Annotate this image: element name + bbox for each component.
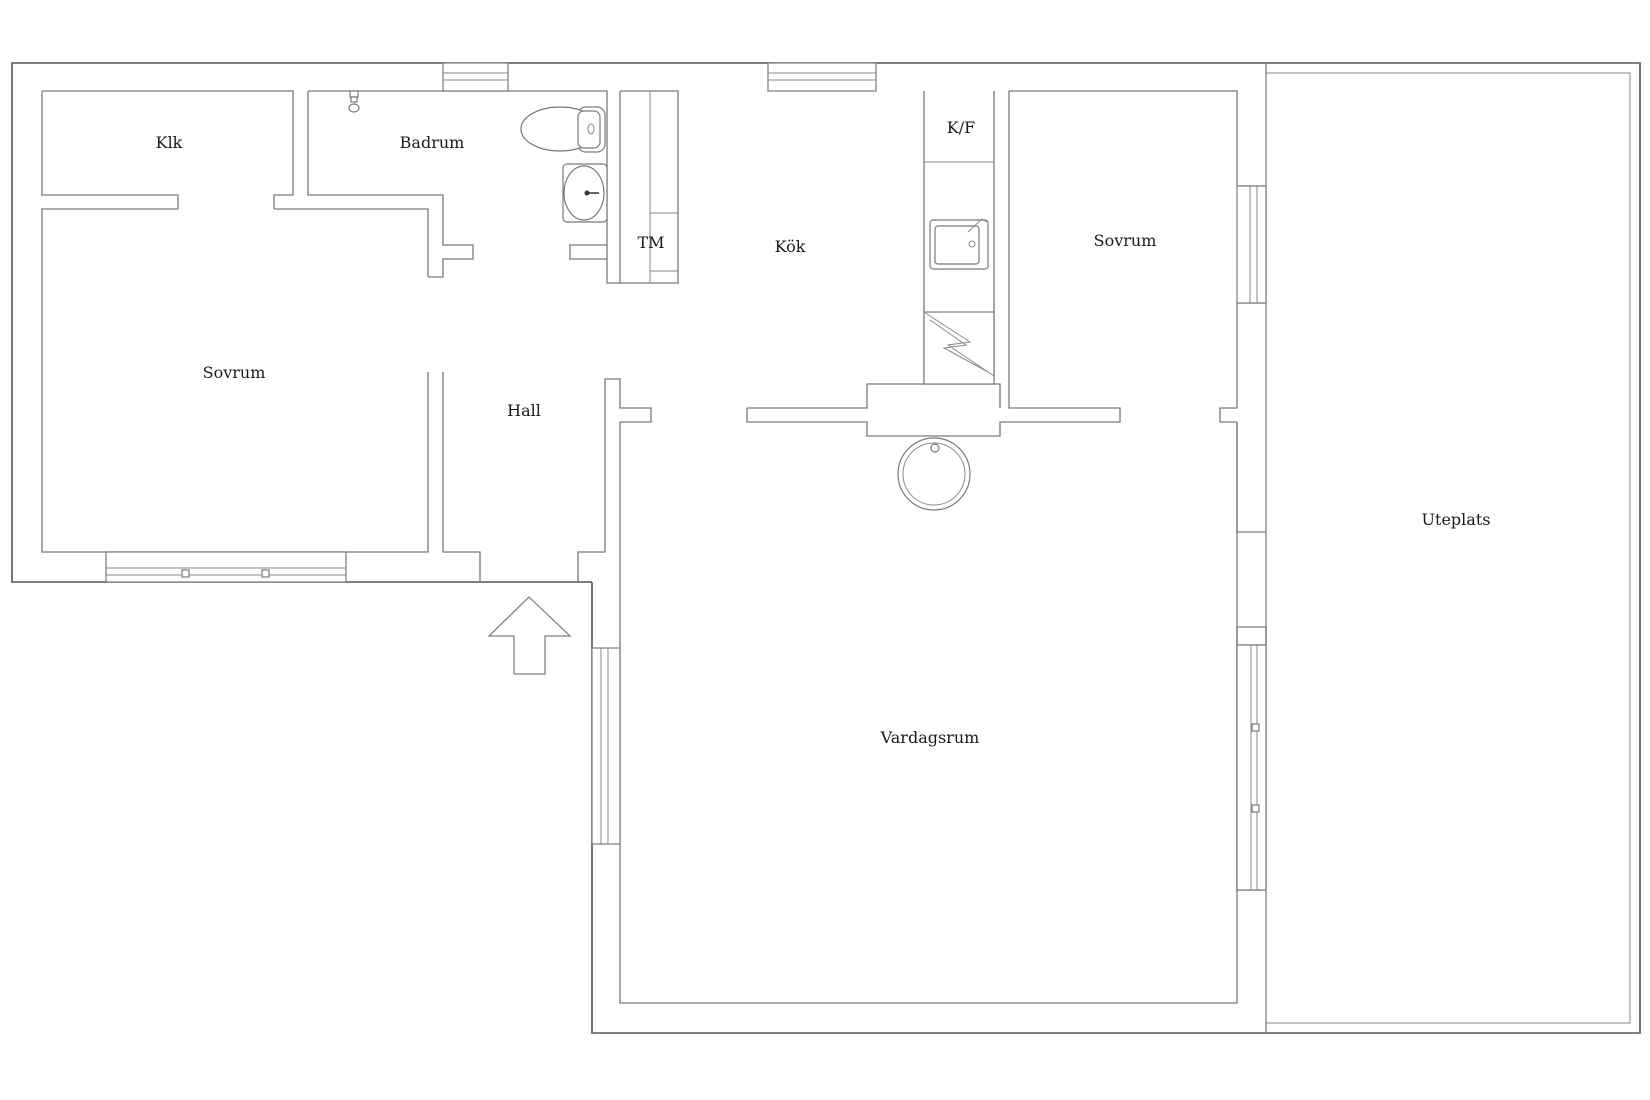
room-label-kok: Kök (775, 237, 806, 256)
entrance-arrow-icon (487, 596, 572, 675)
kitchen-sink-icon (929, 218, 989, 270)
room-label-hall: Hall (507, 401, 541, 420)
windows (105, 62, 1267, 891)
stove-icon (923, 311, 995, 385)
interior-walls (41, 90, 1267, 1004)
room-label-tm: TM (637, 233, 664, 252)
room-label-klk: Klk (156, 133, 183, 152)
outer-walls (11, 62, 1641, 1034)
room-label-uteplats: Uteplats (1422, 510, 1491, 529)
room-labels: Klk Badrum TM Kök K/F Sovrum Sovrum Hall… (156, 118, 1491, 747)
room-label-kf: K/F (947, 118, 975, 137)
room-label-badrum: Badrum (400, 133, 465, 152)
toilet-icon (520, 106, 606, 153)
room-label-sovrum-right: Sovrum (1094, 231, 1157, 250)
round-fireplace-icon (897, 437, 971, 511)
washbasin-icon (562, 163, 608, 223)
shower-head-icon (348, 90, 360, 113)
room-label-sovrum-left: Sovrum (203, 363, 266, 382)
room-label-vardagsrum: Vardagsrum (880, 728, 980, 747)
